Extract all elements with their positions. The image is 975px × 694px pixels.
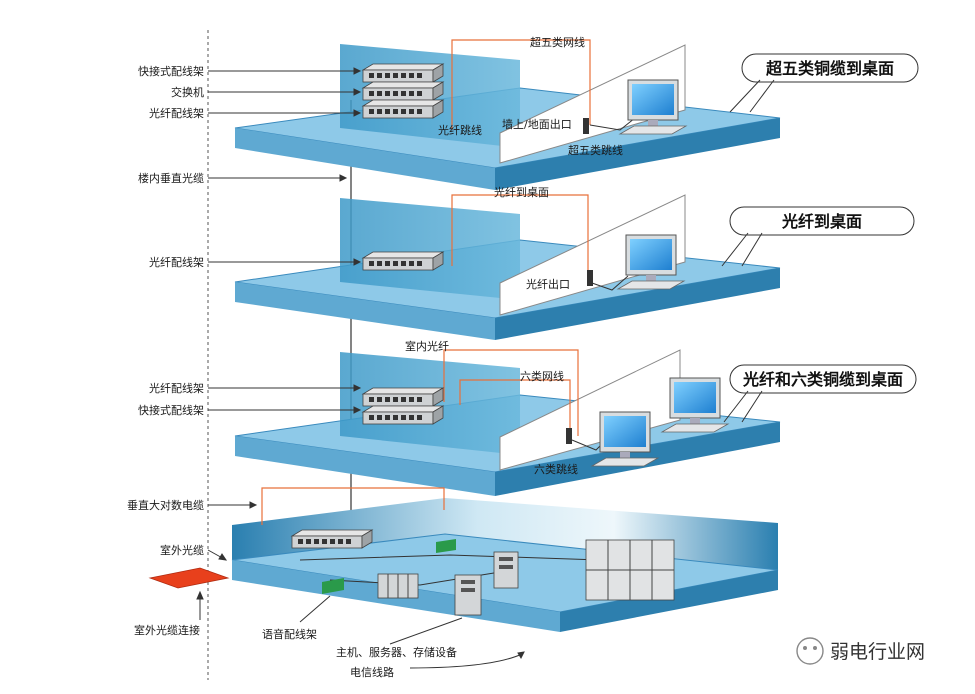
callout-1-text: 超五类铜缆到桌面 xyxy=(765,59,894,78)
fiber-to-desk-label: 光纤到桌面 xyxy=(494,185,549,199)
floor-2: 光纤到桌面 光纤出口 xyxy=(234,185,781,340)
watermark: 弱电行业网 xyxy=(796,637,925,665)
fiber-outlet-label: 光纤出口 xyxy=(526,277,570,291)
quick-patch-panel-label: 快接式配线架 xyxy=(138,64,204,78)
wall-outlet-icon xyxy=(583,118,589,134)
callout-3-text: 光纤和六类铜缆到桌面 xyxy=(742,370,903,389)
callout-floor-1: 超五类铜缆到桌面 xyxy=(729,53,919,113)
quick-patch-panel-icon xyxy=(362,63,444,83)
switch-label: 交换机 xyxy=(171,85,204,99)
server-tower-icon xyxy=(493,551,519,589)
label-leader-lines xyxy=(196,67,525,669)
cat5e-jumper-label: 超五类跳线 xyxy=(568,143,623,157)
fiber-panel-icon xyxy=(362,251,444,271)
fiber-panel-f2-label: 光纤配线架 xyxy=(149,255,204,269)
fiber-panel-label: 光纤配线架 xyxy=(149,106,204,120)
callout-floor-2: 光纤到桌面 xyxy=(721,206,915,267)
outdoor-fiber-conn-label: 室外光缆连接 xyxy=(134,623,200,637)
fiber-outlet-icon xyxy=(587,270,593,286)
server-tower-icon xyxy=(454,574,482,616)
fiber-panel-icon xyxy=(362,99,444,119)
server-rack-icon xyxy=(377,573,419,599)
fiber-panel-f3-label: 光纤配线架 xyxy=(149,381,204,395)
watermark-text: 弱电行业网 xyxy=(830,641,925,663)
cat6-jumper-label: 六类跳线 xyxy=(534,462,578,476)
wechat-icon xyxy=(796,637,824,665)
cat6-outlet-icon xyxy=(566,428,572,444)
indoor-fiber-label: 室内光纤 xyxy=(405,339,449,353)
floor-3: 室内光纤 六类网线 六类跳线 xyxy=(234,339,781,496)
vertical-fiber-label: 楼内垂直光缆 xyxy=(138,171,204,185)
voice-patch-panel-icon xyxy=(436,539,456,553)
basement-equipment-room xyxy=(231,487,779,632)
quick-patch-panel-icon xyxy=(362,405,444,425)
fiber-jumper-label: 光纤跳线 xyxy=(438,123,482,137)
fiber-panel-icon xyxy=(362,387,444,407)
servers-label: 主机、服务器、存储设备 xyxy=(336,645,457,659)
callout-2-text: 光纤到桌面 xyxy=(781,212,862,231)
voice-patch-panel-icon xyxy=(322,578,344,594)
outdoor-fiber-label: 室外光缆 xyxy=(160,543,204,557)
outdoor-fiber-connection-icon xyxy=(148,567,230,589)
wall-outlet-label: 墙上/地面出口 xyxy=(502,117,572,131)
floor-1: 超五类网线 光纤跳线 墙上/地面出口 超五类跳线 xyxy=(234,35,781,190)
switch-icon xyxy=(362,81,444,101)
telecom-line-label: 电信线路 xyxy=(350,665,394,679)
voice-panel-label: 语音配线架 xyxy=(262,627,317,641)
quick-patch-panel-f3-label: 快接式配线架 xyxy=(138,403,204,417)
cat5e-cable-label: 超五类网线 xyxy=(530,35,585,49)
main-switch-icon xyxy=(291,529,373,549)
storage-array-icon xyxy=(585,539,675,601)
callout-floor-3: 光纤和六类铜缆到桌面 xyxy=(723,364,917,423)
vertical-copper-label: 垂直大对数电缆 xyxy=(127,498,204,512)
cat6-cable-label: 六类网线 xyxy=(520,369,564,383)
